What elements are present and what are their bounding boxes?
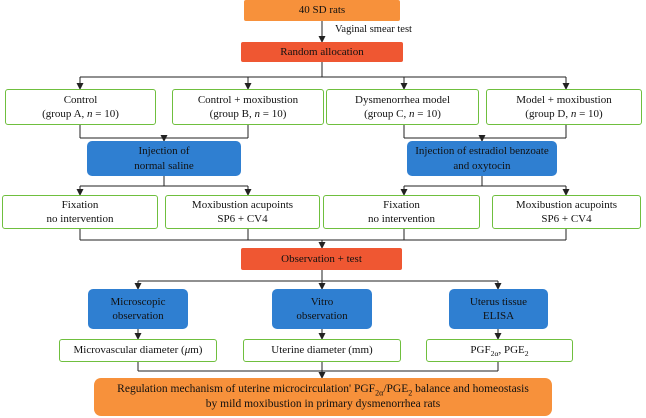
estradiol-injection-line2: and oxytocin xyxy=(453,159,511,172)
group-a-detail: (group A, n = 10) xyxy=(42,108,119,120)
start-box: 40 SD rats xyxy=(244,0,400,21)
moxibustion-left-line1: Moxibustion acupoints xyxy=(191,198,294,211)
vitro-line1: Vitro xyxy=(310,295,334,308)
moxibustion-right-line1: Moxibustion acupoints xyxy=(515,198,618,211)
group-a-box: Control (group A, n = 10) xyxy=(5,89,156,125)
fixation-right-box: Fixation no intervention xyxy=(323,195,480,229)
vitro-box: Vitro observation xyxy=(272,289,372,329)
group-b-detail: (group B, n = 10) xyxy=(209,108,287,120)
fixation-left-box: Fixation no intervention xyxy=(2,195,158,229)
fixation-left-line1: Fixation xyxy=(61,198,99,211)
start-label: 40 SD rats xyxy=(298,4,346,17)
uterine-result-label: Uterine diameter (mm) xyxy=(271,344,373,357)
moxibustion-left-line2: SP6 + CV4 xyxy=(217,213,268,225)
estradiol-injection-box: Injection of estradiol benzoate and oxyt… xyxy=(407,141,557,176)
vaginal-smear-label: Vaginal smear test xyxy=(335,24,412,35)
group-d-box: Model + moxibustion (group D, n = 10) xyxy=(486,89,642,125)
moxibustion-left-box: Moxibustion acupoints SP6 + CV4 xyxy=(165,195,320,229)
conclusion-line1: Regulation mechanism of uterine microcir… xyxy=(117,383,529,398)
group-c-detail: (group C, n = 10) xyxy=(364,108,441,120)
estradiol-injection-line1: Injection of estradiol benzoate xyxy=(415,145,549,158)
saline-injection-line1: Injection of xyxy=(138,145,190,158)
random-allocation-label: Random allocation xyxy=(280,45,364,58)
group-c-box: Dysmenorrhea model (group C, n = 10) xyxy=(326,89,479,125)
microvascular-result-label: Microvascular diameter (μm) xyxy=(73,344,203,357)
vitro-line2: observation xyxy=(296,310,348,322)
microvascular-result-box: Microvascular diameter (μm) xyxy=(59,339,217,362)
uterine-result-box: Uterine diameter (mm) xyxy=(243,339,401,362)
moxibustion-right-box: Moxibustion acupoints SP6 + CV4 xyxy=(492,195,641,229)
observation-test-label: Observation + test xyxy=(281,252,362,265)
saline-injection-line2: normal saline xyxy=(134,159,194,172)
group-b-box: Control + moxibustion (group B, n = 10) xyxy=(172,89,324,125)
group-b-name: Control + moxibustion xyxy=(197,93,299,106)
group-c-name: Dysmenorrhea model xyxy=(355,93,450,106)
fixation-left-line2: no intervention xyxy=(46,213,114,225)
microscopic-line1: Microscopic xyxy=(110,295,166,308)
pg-result-label: PGF2α, PGE2 xyxy=(470,344,529,359)
microscopic-line2: observation xyxy=(112,310,164,322)
group-d-name: Model + moxibustion xyxy=(516,93,612,106)
observation-test-box: Observation + test xyxy=(241,248,402,270)
saline-injection-box: Injection of normal saline xyxy=(87,141,241,176)
elisa-line1: Uterus tissue xyxy=(469,295,528,308)
elisa-box: Uterus tissue ELISA xyxy=(449,289,548,329)
fixation-right-line1: Fixation xyxy=(383,198,420,211)
microscopic-box: Microscopic observation xyxy=(88,289,188,329)
random-allocation-box: Random allocation xyxy=(241,42,403,62)
group-a-name: Control xyxy=(63,93,98,106)
fixation-right-line2: no intervention xyxy=(368,213,435,225)
conclusion-line2: by mild moxibustion in primary dysmenorr… xyxy=(205,398,441,410)
pg-result-box: PGF2α, PGE2 xyxy=(426,339,573,362)
conclusion-box: Regulation mechanism of uterine microcir… xyxy=(94,378,552,416)
group-d-detail: (group D, n = 10) xyxy=(525,108,603,120)
moxibustion-right-line2: SP6 + CV4 xyxy=(541,213,592,225)
elisa-line2: ELISA xyxy=(482,310,515,322)
